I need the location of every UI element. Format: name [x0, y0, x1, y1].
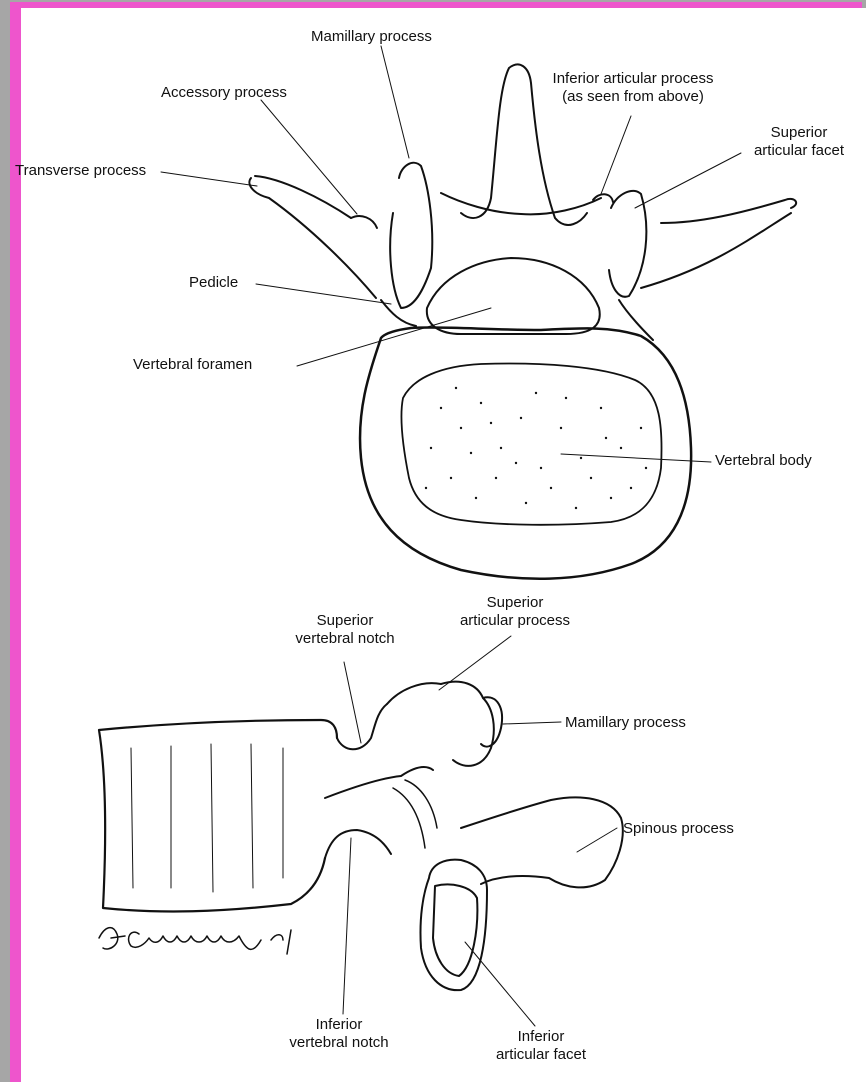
- leader-accessory: [261, 100, 357, 214]
- label-superior-vertebral-notch: Superior vertebral notch: [295, 612, 394, 648]
- lateral-mamillary-process: [481, 697, 502, 746]
- label-pedicle: Pedicle: [189, 274, 238, 292]
- label-superior-articular-process-line1: Superior: [460, 594, 570, 612]
- lateral-spinous-process: [461, 797, 623, 887]
- label-mamillary-process-bottom: Mamillary process: [565, 714, 686, 732]
- leader-pedicle: [256, 284, 391, 304]
- lateral-superior-articular-process: [387, 682, 494, 766]
- label-superior-articular-process-line2: articular process: [460, 612, 570, 630]
- superior-vertebral-notch-shape: [337, 704, 387, 749]
- label-inferior-articular-process-line2: (as seen from above): [553, 88, 714, 106]
- label-inferior-vertebral-notch: Inferior vertebral notch: [289, 1016, 388, 1052]
- figure-paper: Mamillary process Accessory process Infe…: [21, 8, 866, 1082]
- leader-inferior-articular-facet: [465, 942, 535, 1026]
- leader-lines: [161, 46, 741, 1026]
- label-vertebral-body: Vertebral body: [715, 452, 812, 470]
- lateral-vertebral-body: [99, 720, 337, 911]
- label-superior-vertebral-notch-line1: Superior: [295, 612, 394, 630]
- label-superior-articular-facet-line2: articular facet: [754, 142, 844, 160]
- vertebral-body-outer: [360, 327, 691, 578]
- vertebral-arch: [441, 193, 601, 214]
- leader-inferior-articular-above: [601, 116, 631, 194]
- label-mamillary-process-top: Mamillary process: [311, 28, 432, 46]
- label-inferior-articular-facet: Inferior articular facet: [496, 1028, 586, 1064]
- leader-superior-articular-process: [439, 636, 511, 690]
- leader-mamillary-top: [381, 46, 409, 158]
- label-superior-vertebral-notch-line2: vertebral notch: [295, 630, 394, 648]
- label-inferior-articular-facet-line2: articular facet: [496, 1046, 586, 1064]
- lateral-view-vertebra: [99, 682, 623, 990]
- label-inferior-vertebral-notch-line2: vertebral notch: [289, 1034, 388, 1052]
- label-superior-articular-facet-line1: Superior: [754, 124, 844, 142]
- leader-mamillary-bottom: [503, 722, 561, 724]
- label-accessory-process: Accessory process: [161, 84, 287, 102]
- inferior-articular-facet-outline: [433, 885, 477, 977]
- label-inferior-articular-facet-line1: Inferior: [496, 1028, 586, 1046]
- lateral-body-striations: [131, 744, 283, 892]
- label-spinous-process: Spinous process: [623, 820, 734, 838]
- vertebral-foramen-outline: [427, 258, 600, 334]
- leader-vertebral-foramen: [297, 308, 491, 366]
- bone-stipple: [425, 387, 647, 509]
- label-inferior-articular-process: Inferior articular process (as seen from…: [553, 70, 714, 106]
- leader-inferior-vertebral-notch: [343, 838, 351, 1014]
- leader-superior-articular-facet: [635, 153, 741, 208]
- leader-transverse: [161, 172, 257, 186]
- label-superior-articular-facet: Superior articular facet: [754, 124, 844, 160]
- leader-spinous: [577, 828, 617, 852]
- right-superior-articular-process: [609, 191, 646, 297]
- left-superior-articular-process: [390, 163, 432, 308]
- superior-view-vertebra: [249, 64, 796, 578]
- label-superior-articular-process: Superior articular process: [460, 594, 570, 630]
- leader-superior-vertebral-notch: [344, 662, 361, 743]
- left-accessory-process: [351, 216, 377, 228]
- leader-vertebral-body: [561, 454, 711, 462]
- lateral-arch-detail: [393, 780, 437, 848]
- label-transverse-process: Transverse process: [15, 162, 146, 180]
- vertebral-body-cancellous-region: [401, 364, 661, 525]
- right-transverse-process: [641, 199, 796, 288]
- lumbar-vertebra-illustration: [21, 8, 866, 1082]
- inferior-vertebral-notch-shape: [325, 830, 391, 858]
- label-inferior-vertebral-notch-line1: Inferior: [289, 1016, 388, 1034]
- lateral-pedicle: [325, 767, 433, 798]
- label-inferior-articular-process-line1: Inferior articular process: [553, 70, 714, 88]
- artist-signature: [99, 928, 291, 954]
- left-transverse-process: [249, 176, 376, 298]
- label-vertebral-foramen: Vertebral foramen: [133, 356, 252, 374]
